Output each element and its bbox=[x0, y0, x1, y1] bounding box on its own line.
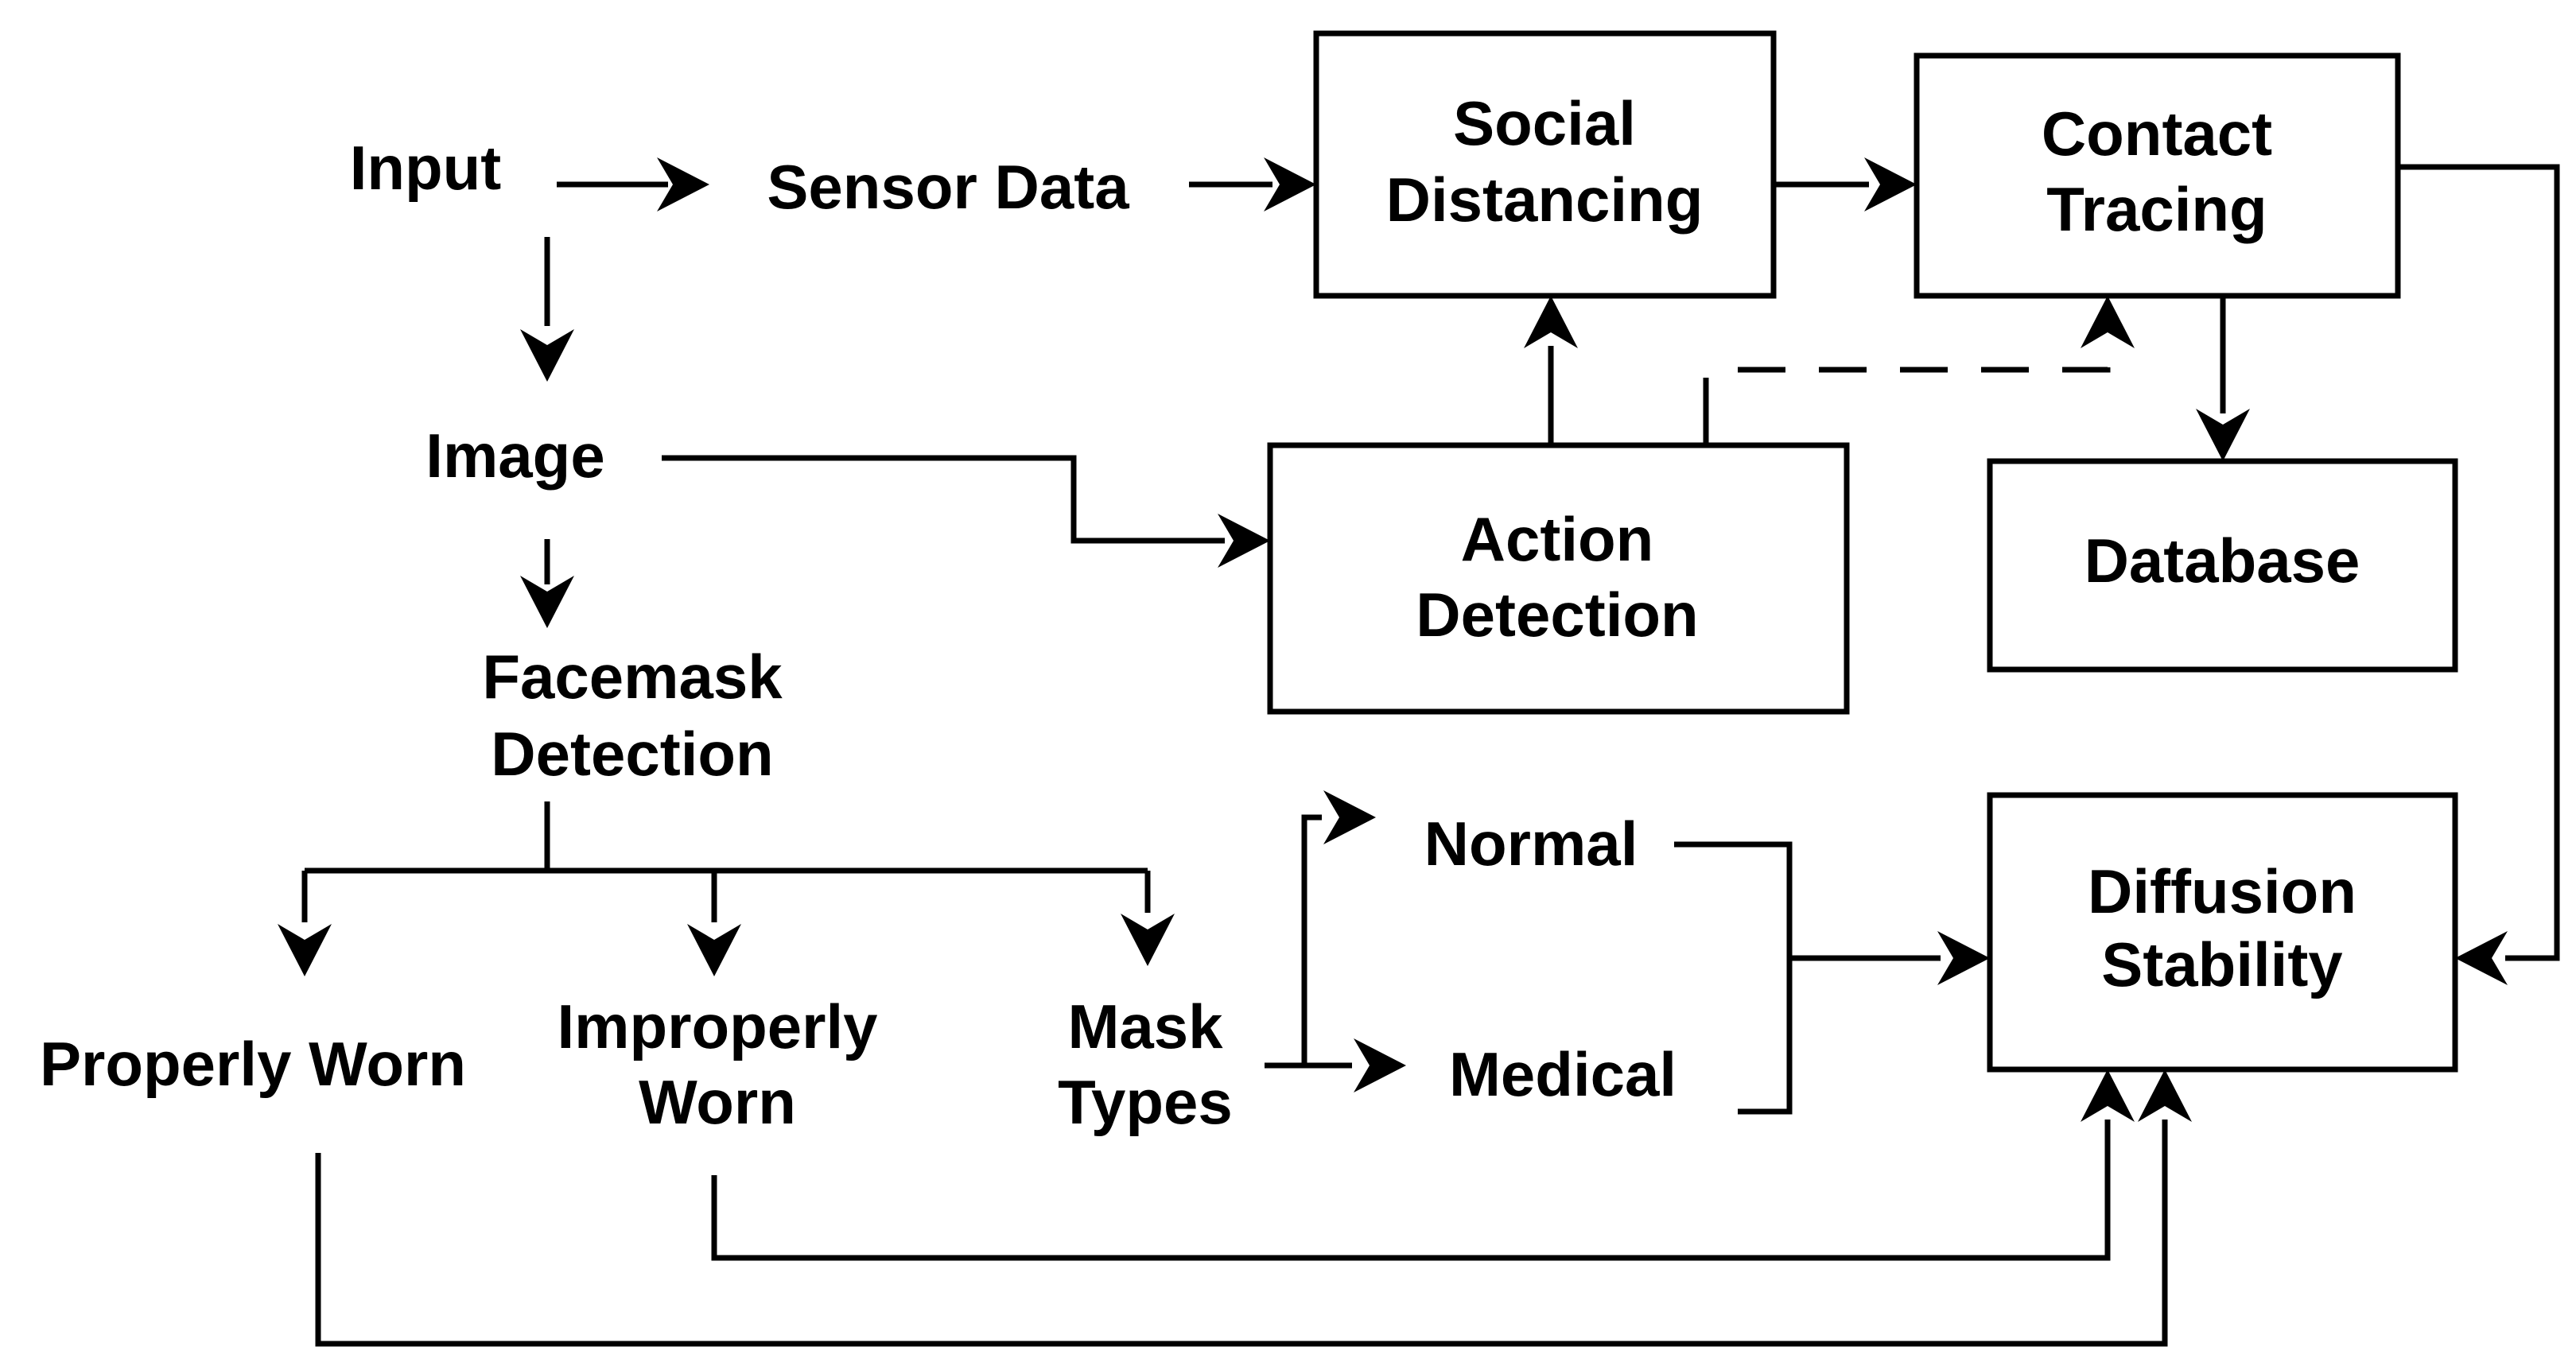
improperly-worn-label-2: Worn bbox=[639, 1067, 796, 1137]
contact-to-diffusion-line bbox=[2398, 164, 2560, 961]
contact-tracing-box bbox=[1914, 52, 2401, 299]
diffusion-stability-box bbox=[1987, 792, 2458, 1073]
arrowhead-to-improperly bbox=[687, 924, 741, 976]
arrowhead-to-sensor bbox=[657, 157, 709, 211]
arrowhead-to-diffusion-left bbox=[1937, 931, 1990, 985]
database-box bbox=[1987, 458, 2458, 673]
mask-types-branch-line bbox=[1265, 814, 1352, 1069]
facemask-split-line bbox=[301, 801, 1151, 922]
properly-to-diffusion-line bbox=[315, 1120, 2168, 1347]
arrowhead-to-facemask bbox=[520, 576, 574, 628]
arrowhead-to-database bbox=[2196, 409, 2250, 461]
social-distancing-label-1: Social bbox=[1453, 88, 1636, 158]
arrowhead-to-image bbox=[520, 329, 574, 382]
arrowhead-to-diffusion-bottom-2 bbox=[2138, 1069, 2192, 1122]
input-label: Input bbox=[350, 133, 502, 203]
arrowhead-to-contact-dashed bbox=[2081, 296, 2135, 348]
social-distancing-label-2: Distancing bbox=[1386, 165, 1704, 235]
facemask-detection-label-1: Facemask bbox=[482, 642, 783, 712]
sensor-data-label: Sensor Data bbox=[767, 152, 1129, 222]
arrowheads bbox=[278, 157, 2508, 1122]
database-label: Database bbox=[2085, 526, 2360, 596]
arrowhead-to-properly bbox=[278, 924, 332, 976]
normal-label: Normal bbox=[1424, 809, 1638, 879]
image-label: Image bbox=[425, 421, 604, 491]
facemask-detection-label-2: Detection bbox=[491, 719, 773, 789]
mask-types-label-2: Types bbox=[1058, 1067, 1233, 1137]
social-distancing-box bbox=[1313, 30, 1777, 299]
arrowhead-to-diffusion-bottom-1 bbox=[2081, 1069, 2135, 1122]
arrowhead-to-action bbox=[1218, 514, 1270, 568]
arrowhead-to-diffusion-right bbox=[2455, 931, 2508, 985]
mask-types-label-1: Mask bbox=[1067, 992, 1223, 1061]
image-to-action-line bbox=[662, 455, 1225, 544]
medical-label: Medical bbox=[1449, 1039, 1677, 1109]
arrowhead-to-normal bbox=[1323, 790, 1376, 844]
arrowhead-to-social bbox=[1264, 157, 1316, 211]
contact-tracing-label-2: Tracing bbox=[2046, 174, 2267, 244]
normal-medical-merge-line bbox=[1674, 841, 1941, 1115]
arrowhead-to-medical bbox=[1354, 1038, 1406, 1092]
connector-lines bbox=[301, 164, 2560, 1347]
improperly-to-diffusion-line bbox=[711, 1120, 2111, 1261]
action-detection-label-2: Detection bbox=[1416, 580, 1698, 650]
action-to-contact-dashed-line bbox=[1738, 338, 2111, 373]
contact-tracing-label-1: Contact bbox=[2042, 99, 2272, 169]
properly-worn-label: Properly Worn bbox=[40, 1029, 466, 1099]
action-detection-box bbox=[1267, 442, 1850, 715]
diffusion-stability-label-2: Stability bbox=[2101, 929, 2342, 999]
arrowhead-to-mask-types bbox=[1121, 914, 1175, 966]
diffusion-stability-label-1: Diffusion bbox=[2088, 856, 2356, 926]
arrowhead-to-social-from-action bbox=[1524, 296, 1578, 348]
arrowhead-to-contact bbox=[1864, 157, 1917, 211]
improperly-worn-label-1: Improperly bbox=[557, 992, 877, 1061]
action-detection-label-1: Action bbox=[1461, 504, 1654, 574]
